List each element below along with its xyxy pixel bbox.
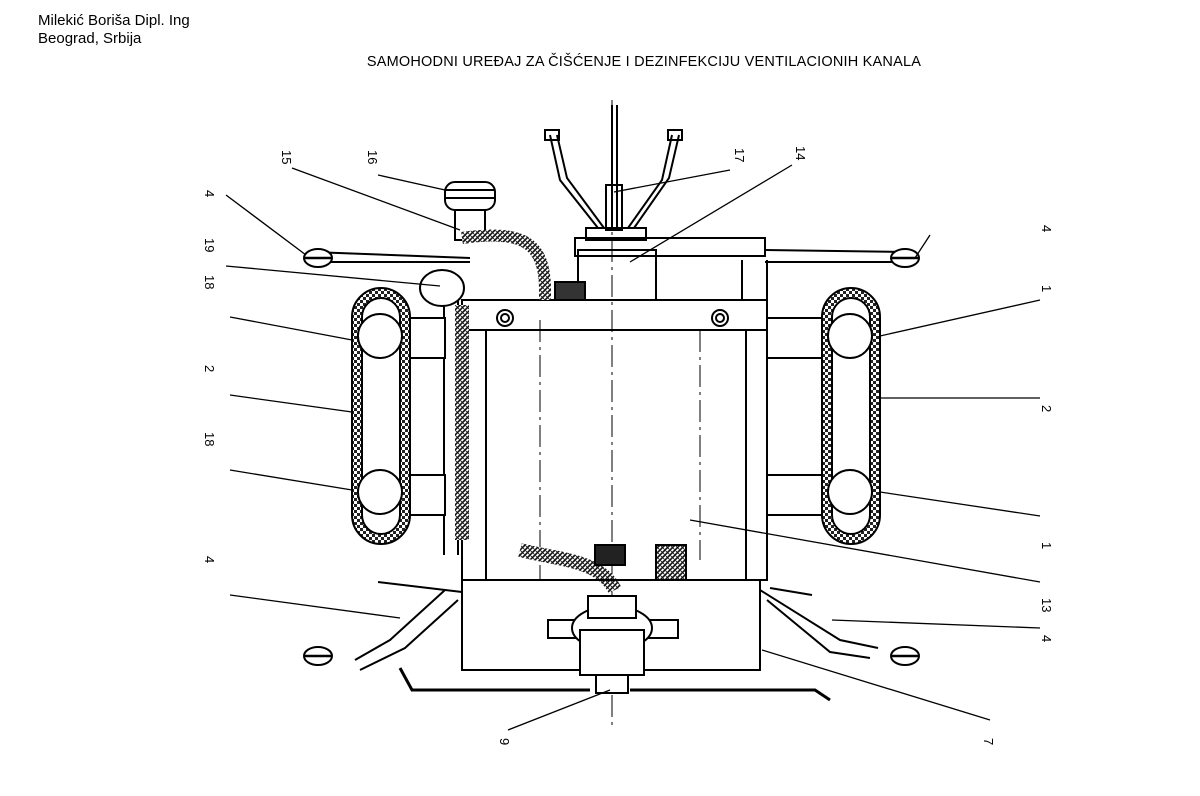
callout-17: 17	[732, 148, 747, 162]
main-frame	[443, 260, 768, 581]
callout-7: 7	[981, 738, 996, 745]
author-name: Milekić Boriša Dipl. Ing	[38, 12, 190, 29]
callout-4-bottom-right: 4	[1039, 635, 1054, 642]
lower-legs	[354, 581, 879, 671]
drawing-title-text: SAMOHODNI UREĐAJ ZA ČIŠĆENJE I DEZINFEKC…	[366, 54, 922, 70]
hose-bottom	[518, 543, 622, 594]
callout-9: 9	[497, 738, 512, 745]
callout-13: 13	[1039, 598, 1054, 612]
track-left	[351, 287, 446, 545]
author-location: Beograd, Srbija	[38, 30, 142, 47]
author-block: Milekić Boriša Dipl. Ing Beograd, Srbija	[38, 12, 190, 48]
track-right	[766, 287, 881, 545]
callout-15: 15	[279, 150, 294, 164]
pump-unit	[419, 181, 496, 307]
callout-4-bottom-left: 4	[202, 556, 217, 563]
tool-neck	[577, 249, 657, 301]
hose-top	[461, 229, 551, 300]
callout-1-bottom: 1	[1039, 542, 1054, 549]
callout-4-top-left: 4	[202, 190, 217, 197]
callout-16: 16	[365, 150, 380, 164]
callout-2-right: 2	[1039, 405, 1054, 412]
callout-14: 14	[793, 146, 808, 160]
callout-18-top: 18	[202, 275, 217, 289]
nozzle-arms	[544, 105, 683, 231]
lower-housing	[461, 579, 761, 694]
callout-2-left: 2	[202, 365, 217, 372]
cable	[398, 667, 831, 702]
drawing-title: SAMOHODNI UREĐAJ ZA ČIŠĆENJE I DEZINFEKC…	[0, 54, 1200, 70]
leader-lines	[225, 164, 1041, 731]
callout-19: 19	[202, 238, 217, 252]
callout-1-top: 1	[1039, 285, 1054, 292]
callout-4-top-right: 4	[1039, 225, 1054, 232]
callout-labels: 15 16 17 14 4 4 19 18 1 2 2 18 1 4 13 4 …	[202, 146, 1054, 745]
callout-18-bottom: 18	[202, 432, 217, 446]
